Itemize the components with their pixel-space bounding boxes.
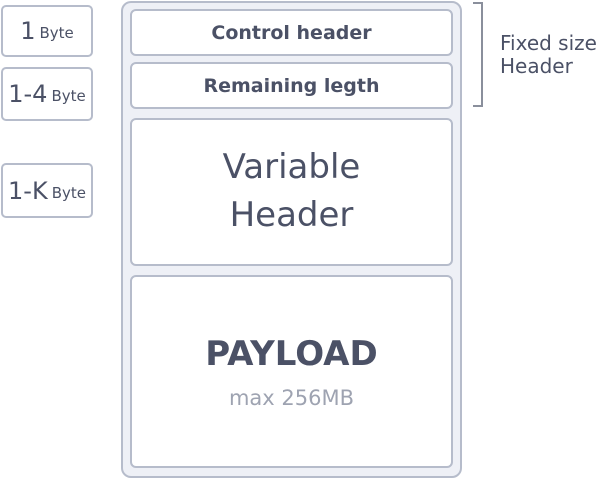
fixed-header-annotation-line2: Header: [500, 54, 573, 78]
control-header-label: Control header: [211, 21, 372, 44]
remaining-length-label: Remaining legth: [203, 74, 380, 97]
payload-label: PAYLOAD: [205, 333, 378, 374]
size-label-remaining-length: 1-4 Byte: [1, 67, 93, 121]
size-unit: Byte: [51, 87, 86, 105]
payload-size-label: max 256MB: [228, 385, 355, 410]
size-label-control-header: 1 Byte: [1, 5, 93, 57]
size-value: 1-4: [8, 80, 48, 108]
variable-header-label-line1: Variable: [222, 147, 361, 188]
variable-header-section: Variable Header: [130, 118, 453, 266]
size-unit: Byte: [51, 183, 86, 202]
fixed-header-annotation: Fixed size Header: [500, 32, 600, 78]
remaining-length-section: Remaining legth: [130, 62, 453, 109]
size-unit: Byte: [39, 24, 74, 42]
fixed-header-bracket: [473, 2, 483, 107]
control-header-section: Control header: [130, 9, 453, 56]
payload-section: PAYLOAD max 256MB: [130, 275, 453, 468]
size-value: 1-K: [8, 176, 48, 205]
fixed-header-annotation-line1: Fixed size: [500, 31, 597, 55]
variable-header-label-line2: Header: [229, 195, 354, 235]
size-value: 1: [20, 17, 36, 45]
size-label-variable-header: 1-K Byte: [1, 163, 93, 218]
